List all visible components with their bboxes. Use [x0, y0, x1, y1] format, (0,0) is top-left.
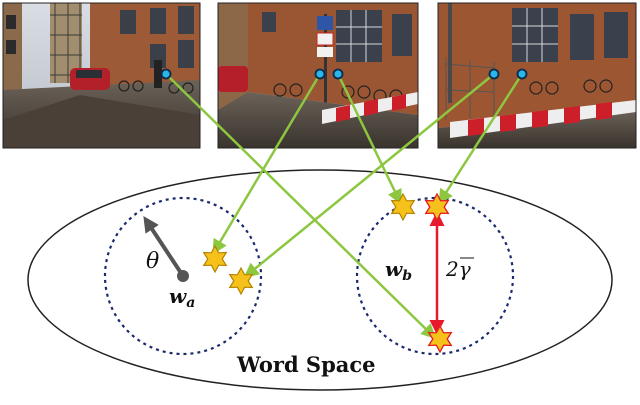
- star-icon: [425, 193, 449, 221]
- keypoint-dots: [160, 68, 528, 80]
- mapping-arrow: [212, 73, 322, 255]
- word-space-title: Word Space: [236, 352, 376, 377]
- keypoint-dot-icon: [314, 68, 326, 80]
- mapping-arrow: [165, 73, 437, 340]
- two-gamma-label: 2γ: [445, 257, 471, 281]
- star-icon: [229, 267, 253, 295]
- keypoint-dot-icon: [516, 68, 528, 80]
- direction-arrow-icon: [143, 215, 185, 278]
- star-icon: [203, 245, 227, 273]
- word-space-ellipse: [27, 169, 613, 391]
- mapping-arrow: [243, 73, 495, 278]
- street-photo-3: [437, 2, 637, 149]
- keypoint-dot-icon: [160, 68, 172, 80]
- theta-label: θ: [146, 249, 159, 274]
- cluster-circle-a: [103, 196, 263, 356]
- w-b-label: wb: [385, 257, 412, 284]
- cluster-center-a: [177, 270, 189, 282]
- cluster-circle-b: [355, 196, 515, 356]
- keypoint-dot-icon: [488, 68, 500, 80]
- mapping-arrows: [165, 73, 524, 340]
- mapping-arrow: [438, 73, 524, 205]
- keypoint-dot-icon: [332, 68, 344, 80]
- star-icon: [391, 193, 415, 221]
- w-a-label: wa: [169, 284, 195, 311]
- star-icon: [428, 325, 452, 353]
- mapping-arrow: [336, 73, 402, 205]
